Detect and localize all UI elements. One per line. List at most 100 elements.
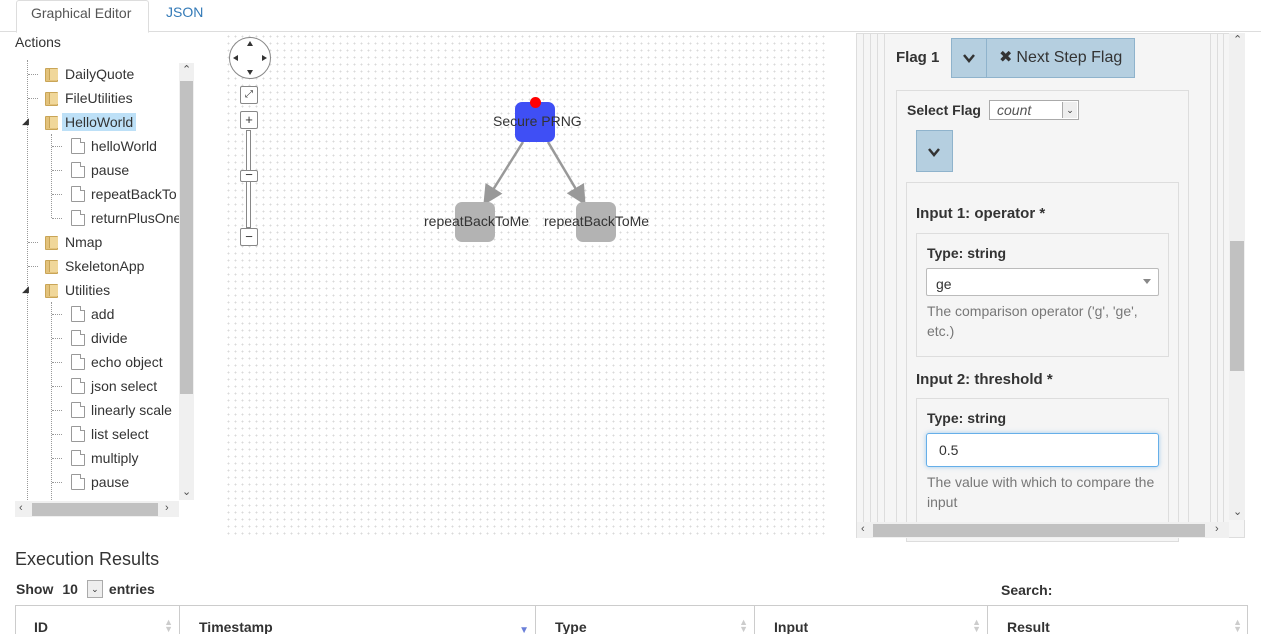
scrollbar-thumb[interactable] — [873, 524, 1205, 537]
column-header-label: Result — [1007, 619, 1050, 634]
sort-icon: ▲▼ — [164, 617, 173, 634]
tree-file-echo-object[interactable]: echo object — [71, 351, 163, 373]
scrollbar-thumb[interactable] — [1230, 241, 1244, 371]
input2-heading: Input 2: threshold * — [916, 371, 1053, 388]
tree-item-label: Utilities — [65, 282, 111, 298]
tree-folder-nmap[interactable]: Nmap — [43, 231, 105, 253]
scrollbar-thumb[interactable] — [180, 81, 193, 394]
folder-icon — [43, 283, 59, 298]
tree-item-label: Nmap — [65, 234, 103, 250]
tree-horizontal-scrollbar[interactable]: ‹ › — [15, 501, 179, 517]
operator-select[interactable]: ge — [926, 268, 1159, 296]
caret-down-icon — [1143, 279, 1151, 284]
collapse-utilities-toggle[interactable]: ◢ — [22, 284, 29, 294]
tree-item-label: repeatBackTo — [91, 186, 177, 202]
tab-graphical-editor[interactable]: Graphical Editor — [16, 0, 149, 33]
scroll-up-icon[interactable]: ⌃ — [1233, 34, 1243, 46]
scroll-up-icon[interactable]: ⌃ — [182, 64, 192, 76]
pan-control[interactable] — [229, 37, 271, 79]
tree-folder-utilities[interactable]: Utilities — [43, 279, 113, 301]
zoom-slider-handle[interactable]: − — [240, 168, 258, 182]
scroll-left-icon[interactable]: ‹ — [861, 523, 865, 535]
graph-node-label: repeatBackToMe — [544, 213, 650, 229]
tree-item-label: DailyQuote — [65, 66, 135, 82]
scroll-right-icon[interactable]: › — [1215, 523, 1219, 535]
zoom-out-button[interactable]: − — [240, 228, 258, 246]
next-step-flag-button[interactable]: ✖Next Step Flag — [986, 38, 1135, 78]
expand-icon: ⤢ — [245, 89, 253, 100]
flag-args-collapse-button[interactable] — [916, 130, 953, 172]
chevron-down-icon: ⌄ — [1062, 102, 1077, 118]
tree-file-json-select[interactable]: json select — [71, 375, 157, 397]
graph-node-repeatbacktome[interactable] — [455, 202, 495, 242]
folder-icon — [43, 235, 59, 250]
folder-icon — [43, 115, 59, 130]
file-icon — [71, 402, 85, 418]
chevron-down-icon — [928, 148, 940, 157]
folder-icon — [43, 259, 59, 274]
search-label: Search: — [1001, 582, 1053, 598]
tree-folder-helloworld[interactable]: HelloWorld — [43, 111, 137, 133]
threshold-input[interactable]: 0.5 — [926, 433, 1159, 467]
tab-json[interactable]: JSON — [166, 4, 204, 20]
tree-item-label: FileUtilities — [65, 90, 133, 106]
tree-folder-skeletonapp[interactable]: SkeletonApp — [43, 255, 147, 277]
file-icon — [71, 186, 85, 202]
sort-descending-icon: ▼ — [519, 625, 529, 634]
graph-node-secure-prng[interactable] — [515, 102, 555, 142]
tree-file-multiply[interactable]: multiply — [71, 447, 138, 469]
column-header-type[interactable]: Type ▲▼ — [535, 606, 754, 634]
scroll-down-icon[interactable]: ⌄ — [1233, 506, 1243, 518]
tree-vertical-scrollbar[interactable]: ⌃ ⌄ — [179, 63, 194, 500]
tree-file-divide[interactable]: divide — [71, 327, 128, 349]
file-icon — [71, 210, 85, 226]
column-header-id[interactable]: ID ▲▼ — [15, 606, 179, 634]
column-header-result[interactable]: Result ▲▼ — [987, 606, 1248, 634]
flag-collapse-button[interactable] — [951, 38, 987, 78]
column-header-timestamp[interactable]: Timestamp ▼ — [179, 606, 535, 634]
graph-node-label: repeatBackToMe — [424, 213, 530, 229]
start-node-marker — [530, 97, 541, 108]
minus-icon: − — [245, 229, 253, 244]
tree-file-repeatbackto[interactable]: repeatBackTo — [71, 183, 177, 205]
tree-file-pause-2[interactable]: pause — [71, 471, 129, 493]
tree-item-label: SkeletonApp — [65, 258, 145, 274]
scroll-left-icon[interactable]: ‹ — [19, 502, 23, 514]
zoom-in-button[interactable]: + — [240, 111, 258, 129]
tree-folder-fileutilities[interactable]: FileUtilities — [43, 87, 136, 109]
graph-node-repeatbacktome-2[interactable] — [576, 202, 616, 242]
scroll-down-icon[interactable]: ⌄ — [182, 486, 192, 498]
sort-icon: ▲▼ — [972, 617, 981, 634]
entries-dropdown[interactable]: ⌄ — [86, 580, 103, 598]
panel-vertical-scrollbar[interactable]: ⌃ ⌄ — [1229, 33, 1245, 520]
input1-heading: Input 1: operator * — [916, 205, 1046, 222]
input2-help: The value with which to compare the inpu… — [927, 474, 1155, 510]
tree-item-label: linearly scale — [91, 402, 172, 418]
scroll-right-icon[interactable]: › — [165, 502, 169, 514]
tree-file-pause[interactable]: pause — [71, 159, 129, 181]
select-flag-dropdown[interactable]: count ⌄ — [989, 100, 1079, 120]
panel-horizontal-scrollbar[interactable]: ‹ › — [857, 522, 1229, 538]
show-label: Show — [16, 581, 54, 597]
fit-view-button[interactable]: ⤢ — [240, 86, 258, 104]
tree-folder-dailyquote[interactable]: DailyQuote — [43, 63, 137, 85]
actions-title: Actions — [15, 34, 61, 50]
select-flag-label: Select Flag — [907, 102, 981, 118]
tree-file-linearly-scale[interactable]: linearly scale — [71, 399, 172, 421]
column-header-input[interactable]: Input ▲▼ — [754, 606, 987, 634]
graph-edge — [483, 141, 525, 206]
tree-file-helloworld[interactable]: helloWorld — [71, 135, 157, 157]
tree-file-returnplusone[interactable]: returnPlusOne — [71, 207, 181, 229]
column-header-label: Input — [774, 619, 809, 634]
column-header-label: Type — [555, 619, 587, 634]
tree-file-list-select[interactable]: list select — [71, 423, 149, 445]
input1-type-label: Type: string — [927, 245, 1007, 261]
tree-item-label: pause — [91, 162, 130, 178]
collapse-helloworld-toggle[interactable]: ◢ — [22, 116, 29, 126]
file-icon — [71, 450, 85, 466]
scrollbar-thumb[interactable] — [32, 503, 158, 516]
editor-tabs: Graphical Editor JSON — [0, 0, 1261, 33]
threshold-value: 0.5 — [939, 442, 959, 458]
tree-file-add[interactable]: add — [71, 303, 114, 325]
